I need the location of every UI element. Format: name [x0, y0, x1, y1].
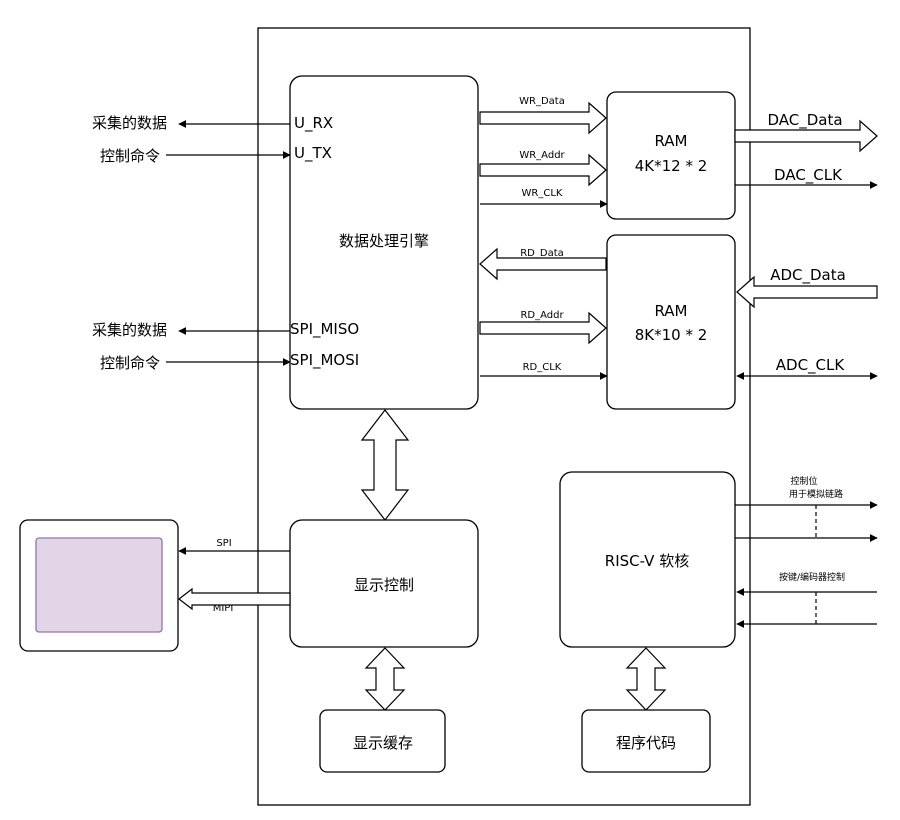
right-label-dac-clk: DAC_CLK [774, 166, 843, 185]
right-label-dac-data: DAC_Data [767, 111, 842, 130]
ram-dac-box [606, 91, 736, 220]
bus-label-wr-clk: WR_CLK [522, 188, 563, 199]
display-label-mipi: MIPI [213, 603, 234, 614]
program-code-title: 程序代码 [616, 734, 676, 752]
lcd-screen-panel [35, 537, 163, 633]
riscv-label-control-bits-2: 用于模拟链路 [789, 488, 843, 500]
bus-arrow-wr-addr [479, 153, 607, 187]
display-buffer-title: 显示缓存 [353, 734, 413, 752]
display-control-title: 显示控制 [354, 576, 414, 594]
bus-label-rd-addr: RD_Addr [520, 310, 564, 321]
bus-arrow-display-mipi [178, 587, 291, 611]
ram-dac-size: 4K*12 * 2 [635, 157, 708, 175]
ram-adc-box [606, 234, 736, 410]
bus-arrow-rd-addr [479, 311, 607, 345]
riscv-core-title: RISC-V 软核 [605, 552, 689, 570]
engine-port-u-rx: U_RX [294, 114, 333, 133]
display-label-spi: SPI [216, 538, 231, 549]
data-processing-engine-box [289, 75, 479, 410]
bus-arrow-dac-data [734, 119, 878, 153]
left-label-control-cmd-2: 控制命令 [100, 354, 160, 372]
program-code-box [581, 709, 711, 773]
bus-label-wr-data: WR_Data [519, 96, 565, 107]
ram-adc-title: RAM [654, 302, 687, 320]
engine-port-u-tx: U_TX [294, 144, 332, 163]
riscv-label-control-bits-1: 控制位 [790, 475, 817, 487]
ram-dac-title: RAM [654, 132, 687, 150]
engine-port-spi-mosi: SPI_MOSI [290, 351, 359, 370]
bus-arrow-wr-data [479, 101, 607, 135]
right-label-adc-clk: ADC_CLK [776, 356, 846, 375]
display-control-box [289, 519, 479, 648]
bus-arrow-adc-data [736, 275, 878, 309]
engine-title: 数据处理引擎 [339, 232, 429, 250]
left-label-control-cmd-1: 控制命令 [100, 147, 160, 165]
bus-label-wr-addr: WR_Addr [519, 150, 565, 161]
riscv-core-box [559, 471, 736, 648]
bus-label-rd-data: RD_Data [520, 248, 564, 259]
bus-arrow-rd-data [479, 247, 607, 281]
left-label-collect-data-1: 采集的数据 [92, 114, 167, 132]
ram-adc-size: 8K*10 * 2 [635, 326, 708, 344]
display-buffer-box [319, 709, 446, 773]
engine-port-spi-miso: SPI_MISO [290, 320, 359, 339]
bus-label-rd-clk: RD_CLK [523, 362, 562, 373]
left-label-collect-data-2: 采集的数据 [92, 321, 167, 339]
right-label-adc-data: ADC_Data [770, 266, 846, 285]
riscv-label-keys-encoder: 按键/编码器控制 [779, 571, 845, 583]
